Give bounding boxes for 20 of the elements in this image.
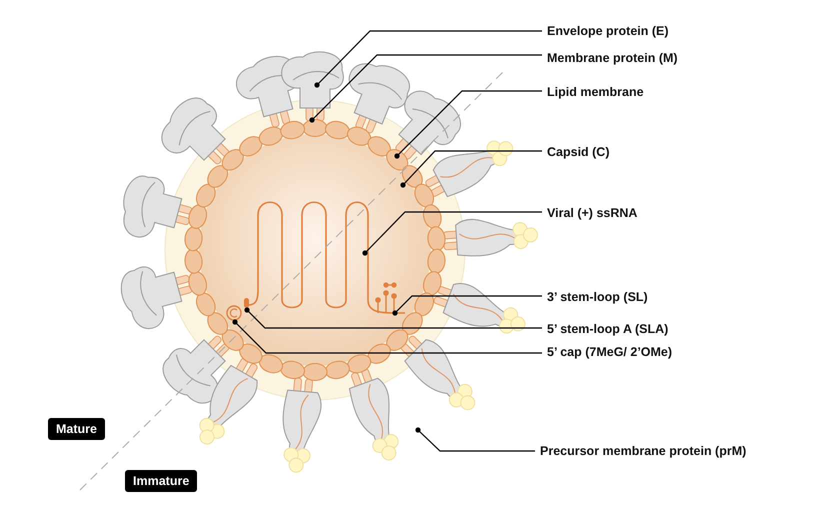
leader-line <box>394 90 542 159</box>
leader-line <box>415 427 535 452</box>
part-label: Viral (+) ssRNA <box>547 205 638 221</box>
leader-line <box>314 30 542 88</box>
part-label: Envelope protein (E) <box>547 23 669 39</box>
state-badge: Immature <box>125 470 198 492</box>
part-label: Lipid membrane <box>547 84 644 100</box>
part-label: Membrane protein (M) <box>547 50 678 66</box>
leader-line <box>362 211 542 256</box>
leader-line <box>244 307 542 329</box>
leader-line <box>392 295 542 316</box>
part-label: 3’ stem-loop (SL) <box>547 289 648 305</box>
state-badge: Mature <box>48 418 105 440</box>
leader-line <box>232 319 542 354</box>
part-label: Capsid (C) <box>547 144 610 160</box>
leader-line <box>309 54 542 123</box>
part-label: Precursor membrane protein (prM) <box>540 443 746 459</box>
part-label: 5’ stem-loop A (SLA) <box>547 321 668 337</box>
part-label: 5’ cap (7MeG/ 2’OMe) <box>547 344 672 360</box>
leader-line <box>400 150 542 188</box>
